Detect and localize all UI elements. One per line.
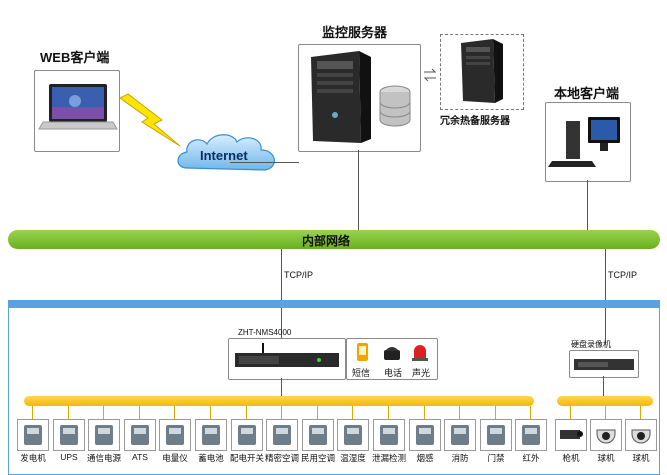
device-connector xyxy=(459,406,460,419)
camera-bus xyxy=(557,396,653,406)
device-label: 电量仪 xyxy=(162,453,188,463)
alarm-box: 短信 电话 声光 xyxy=(346,338,438,380)
alarm-light-label: 声光 xyxy=(412,368,431,378)
device-label: UPS xyxy=(60,452,78,462)
device-connector xyxy=(103,406,104,419)
local-client-label: 本地客户端 xyxy=(554,86,620,101)
web-client-box xyxy=(34,70,120,152)
device-label: 门禁 xyxy=(487,453,505,463)
sync-arrows-icon xyxy=(423,68,437,82)
alarm-phone-label: 电话 xyxy=(384,368,403,378)
field-area-header xyxy=(8,300,660,308)
dome-camera-icon xyxy=(625,419,657,451)
device-bus xyxy=(24,396,534,406)
camera-connector xyxy=(570,406,571,419)
generator-icon xyxy=(17,419,49,451)
laptop-icon xyxy=(38,84,118,130)
camera-label: 球机 xyxy=(597,453,615,463)
device-connector xyxy=(246,406,247,419)
connector-nms-bus xyxy=(281,378,282,396)
device-label: 发电机 xyxy=(20,453,46,463)
device-connector xyxy=(281,406,282,419)
camera-connector xyxy=(605,406,606,419)
device-connector xyxy=(139,406,140,419)
switch-icon xyxy=(231,419,263,451)
telephone-icon xyxy=(384,347,400,360)
ac-icon xyxy=(302,419,334,451)
device-label: 红外 xyxy=(522,453,540,463)
local-client-box xyxy=(545,102,631,182)
dvr-icon xyxy=(574,359,634,370)
device-connector xyxy=(174,406,175,419)
device-label: 蓄电池 xyxy=(198,453,224,463)
connector-tcpip-left xyxy=(281,249,282,339)
device-connector xyxy=(352,406,353,419)
device-connector xyxy=(388,406,389,419)
meter-icon xyxy=(159,419,191,451)
leak-icon xyxy=(373,419,405,451)
device-connector xyxy=(32,406,33,419)
device-label: 烟感 xyxy=(416,453,434,463)
intranet-bus xyxy=(8,230,660,249)
connector-internet-monitor xyxy=(230,162,299,163)
device-connector xyxy=(68,406,69,419)
device-label: 配电开关 xyxy=(229,453,264,463)
device-connector xyxy=(424,406,425,419)
phone-icon xyxy=(357,343,368,361)
connector-monitor-intranet xyxy=(358,150,359,230)
nms-box xyxy=(228,338,346,380)
device-label: 通信电源 xyxy=(86,453,121,463)
connector-tcpip-right xyxy=(605,249,606,344)
desktop-computer-icon xyxy=(548,117,620,167)
tcpip-right-label: TCP/IP xyxy=(608,270,638,280)
device-label: 消防 xyxy=(451,453,469,463)
camera-label: 枪机 xyxy=(562,453,580,463)
battery-icon xyxy=(195,419,227,451)
dvr-box xyxy=(569,350,639,378)
connector-dvr-bus xyxy=(603,376,604,396)
device-label: ATS xyxy=(132,452,148,462)
nms-device-icon xyxy=(235,343,339,367)
alarm-light-icon xyxy=(412,345,428,361)
device-label: 精密空调 xyxy=(264,453,299,463)
extinguisher-icon xyxy=(444,419,476,451)
ups-icon xyxy=(53,419,85,451)
bullet-camera-icon xyxy=(555,419,587,451)
precision-ac-icon xyxy=(266,419,298,451)
server-icon xyxy=(461,39,503,103)
camera-connector xyxy=(640,406,641,419)
cloud-icon xyxy=(177,134,275,171)
device-label: 温湿度 xyxy=(340,453,366,463)
monitor-server-box xyxy=(298,44,421,152)
redundant-server-label: 冗余热备服务器 xyxy=(440,116,510,127)
alarm-sms-label: 短信 xyxy=(352,368,371,378)
database-icon xyxy=(379,85,411,127)
device-label: 民用空调 xyxy=(300,453,335,463)
intranet-label: 内部网络 xyxy=(302,234,351,248)
redundant-server-box xyxy=(440,34,524,110)
lightning-icon xyxy=(119,93,181,147)
nms-label: ZHT-NMS4000 xyxy=(238,328,292,337)
web-client-label: WEB客户端 xyxy=(40,50,110,65)
device-label: 泄漏检测 xyxy=(371,453,406,463)
monitor-server-label: 监控服务器 xyxy=(322,25,388,40)
internet-label: Internet xyxy=(200,148,248,163)
device-connector xyxy=(317,406,318,419)
access-icon xyxy=(480,419,512,451)
infrared-icon xyxy=(515,419,547,451)
dome-camera-icon xyxy=(590,419,622,451)
dvr-label: 硬盘录像机 xyxy=(571,340,611,349)
device-connector xyxy=(495,406,496,419)
power-supply-icon xyxy=(88,419,120,451)
tcpip-left-label: TCP/IP xyxy=(284,270,314,280)
thermometer-icon xyxy=(337,419,369,451)
smoke-icon xyxy=(409,419,441,451)
device-connector xyxy=(530,406,531,419)
connector-local-intranet xyxy=(587,180,588,230)
ats-icon xyxy=(124,419,156,451)
camera-label: 球机 xyxy=(632,453,650,463)
device-connector xyxy=(210,406,211,419)
server-icon xyxy=(311,51,371,143)
